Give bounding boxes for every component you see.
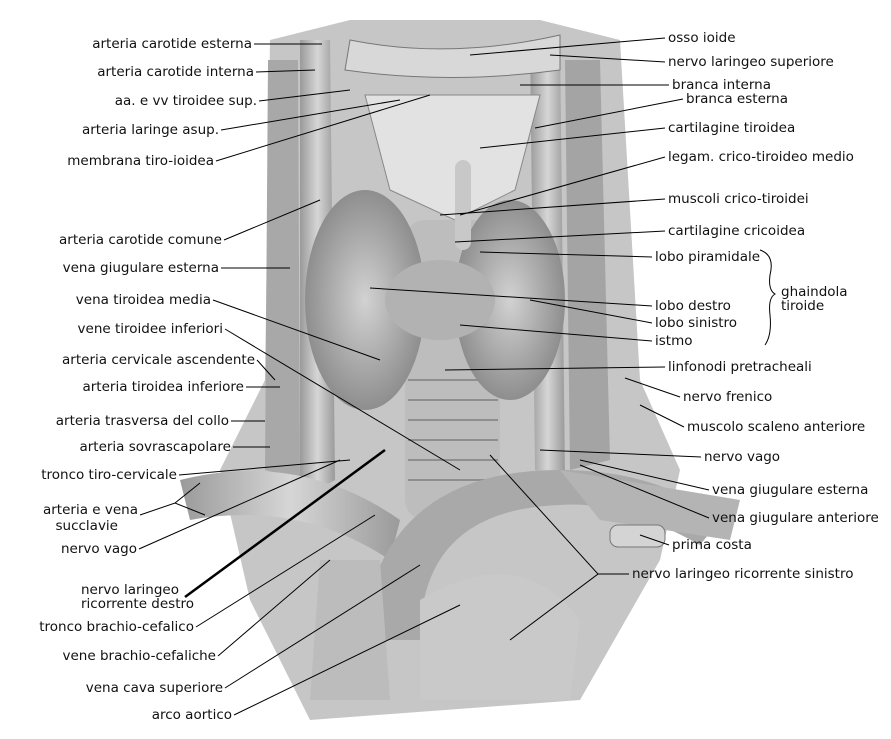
label-ricorrente-destro: ricorrente destro <box>81 596 195 612</box>
label-arteria-e-vena: arteria e vena <box>42 502 138 518</box>
label-membrana-tiro-ioidea: membrana tiro-ioidea <box>67 153 214 169</box>
label-tiroidea-inferiore: arteria tiroidea inferiore <box>82 379 244 395</box>
label-linfonodi-pretracheali: linfonodi pretracheali <box>668 359 812 375</box>
label-carotide-comune: arteria carotide comune <box>59 232 222 248</box>
label-nervo-frenico: nervo frenico <box>683 389 773 405</box>
thyroid-isthmus <box>385 260 495 340</box>
thyroid-left-lobe <box>455 200 565 400</box>
label-arco-aortico: arco aortico <box>151 707 232 723</box>
label-vena-giugulare-anteriore: vena giugulare anteriore <box>712 510 879 526</box>
label-vena-giugulare-esterna: vena giugulare esterna <box>62 260 219 276</box>
label-arteria-laringea: arteria laringe asup. <box>81 122 219 138</box>
label-muscoli-crico-tiroidei: muscoli crico-tiroidei <box>668 191 809 207</box>
label-nervo-vago-dx: nervo vago <box>60 541 137 557</box>
leader-lines <box>138 37 777 716</box>
label-vena-tiroidea-media: vena tiroidea media <box>75 292 211 308</box>
label-vena-giugulare-esterna-sx: vena giugulare esterna <box>712 482 869 498</box>
label-osso-ioide: osso ioide <box>668 30 736 46</box>
label-vene-tiroidee-inferiori: vene tiroidee inferiori <box>77 321 223 337</box>
label-cervicale-ascendente: arteria cervicale ascendente <box>62 352 255 368</box>
label-tiroidee-sup: aa. e vv tiroidee sup. <box>114 93 257 109</box>
label-muscolo-scaleno: muscolo scaleno anteriore <box>687 419 866 435</box>
label-nervo-vago-sx: nervo vago <box>704 449 781 465</box>
label-tronco-tiro-cervicale: tronco tiro-cervicale <box>41 467 177 483</box>
label-succlavie: succlavie <box>55 518 118 534</box>
hyoid-bone <box>344 34 561 78</box>
label-cartilagine-cricoidea: cartilagine cricoidea <box>668 223 806 239</box>
label-ghiandola: ghaindola <box>781 284 848 300</box>
thyroid-right-lobe <box>305 190 425 410</box>
label-tiroide: tiroide <box>781 298 825 314</box>
label-prima-costa: prima costa <box>672 537 752 553</box>
label-istmo: istmo <box>655 333 693 349</box>
subclavian-left <box>560 470 740 540</box>
right-jugular <box>265 60 300 480</box>
label-nervo-laringeo: nervo laringeo <box>81 582 179 598</box>
label-lobo-piramidale: lobo piramidale <box>655 249 761 265</box>
label-cartilagine-tiroidea: cartilagine tiroidea <box>668 120 796 136</box>
vena-cava <box>310 560 390 700</box>
label-branca-interna: branca interna <box>672 77 771 93</box>
subclavian-right <box>180 471 400 560</box>
label-arteria-carotide-interna: arteria carotide interna <box>97 64 254 80</box>
label-trasversa-collo: arteria trasversa del collo <box>55 413 229 429</box>
label-arteria-carotide-esterna: arteria carotide esterna <box>92 36 252 52</box>
label-branca-esterna: branca esterna <box>686 91 789 107</box>
label-laringeo-ricorrente-sinistro: nervo laringeo ricorrente sinistro <box>632 566 854 582</box>
label-legam-crico-tiroideo: legam. crico-tiroideo medio <box>668 149 854 165</box>
label-vena-cava-superiore: vena cava superiore <box>85 680 223 696</box>
heart-base <box>420 574 580 700</box>
label-tronco-brachio-cefalico: tronco brachio-cefalico <box>39 619 194 635</box>
pyramidal-lobe <box>455 160 471 250</box>
first-rib <box>609 524 666 548</box>
thyroid-cartilage <box>364 94 541 221</box>
label-nervo-laringeo-superiore: nervo laringeo superiore <box>668 54 834 70</box>
label-lobo-destro: lobo destro <box>655 298 731 314</box>
label-sovrascapolare: arteria sovrascapolare <box>79 439 231 455</box>
label-lobo-sinistro: lobo sinistro <box>655 315 738 331</box>
label-vene-brachio-cefaliche: vene brachio-cefaliche <box>62 648 217 664</box>
